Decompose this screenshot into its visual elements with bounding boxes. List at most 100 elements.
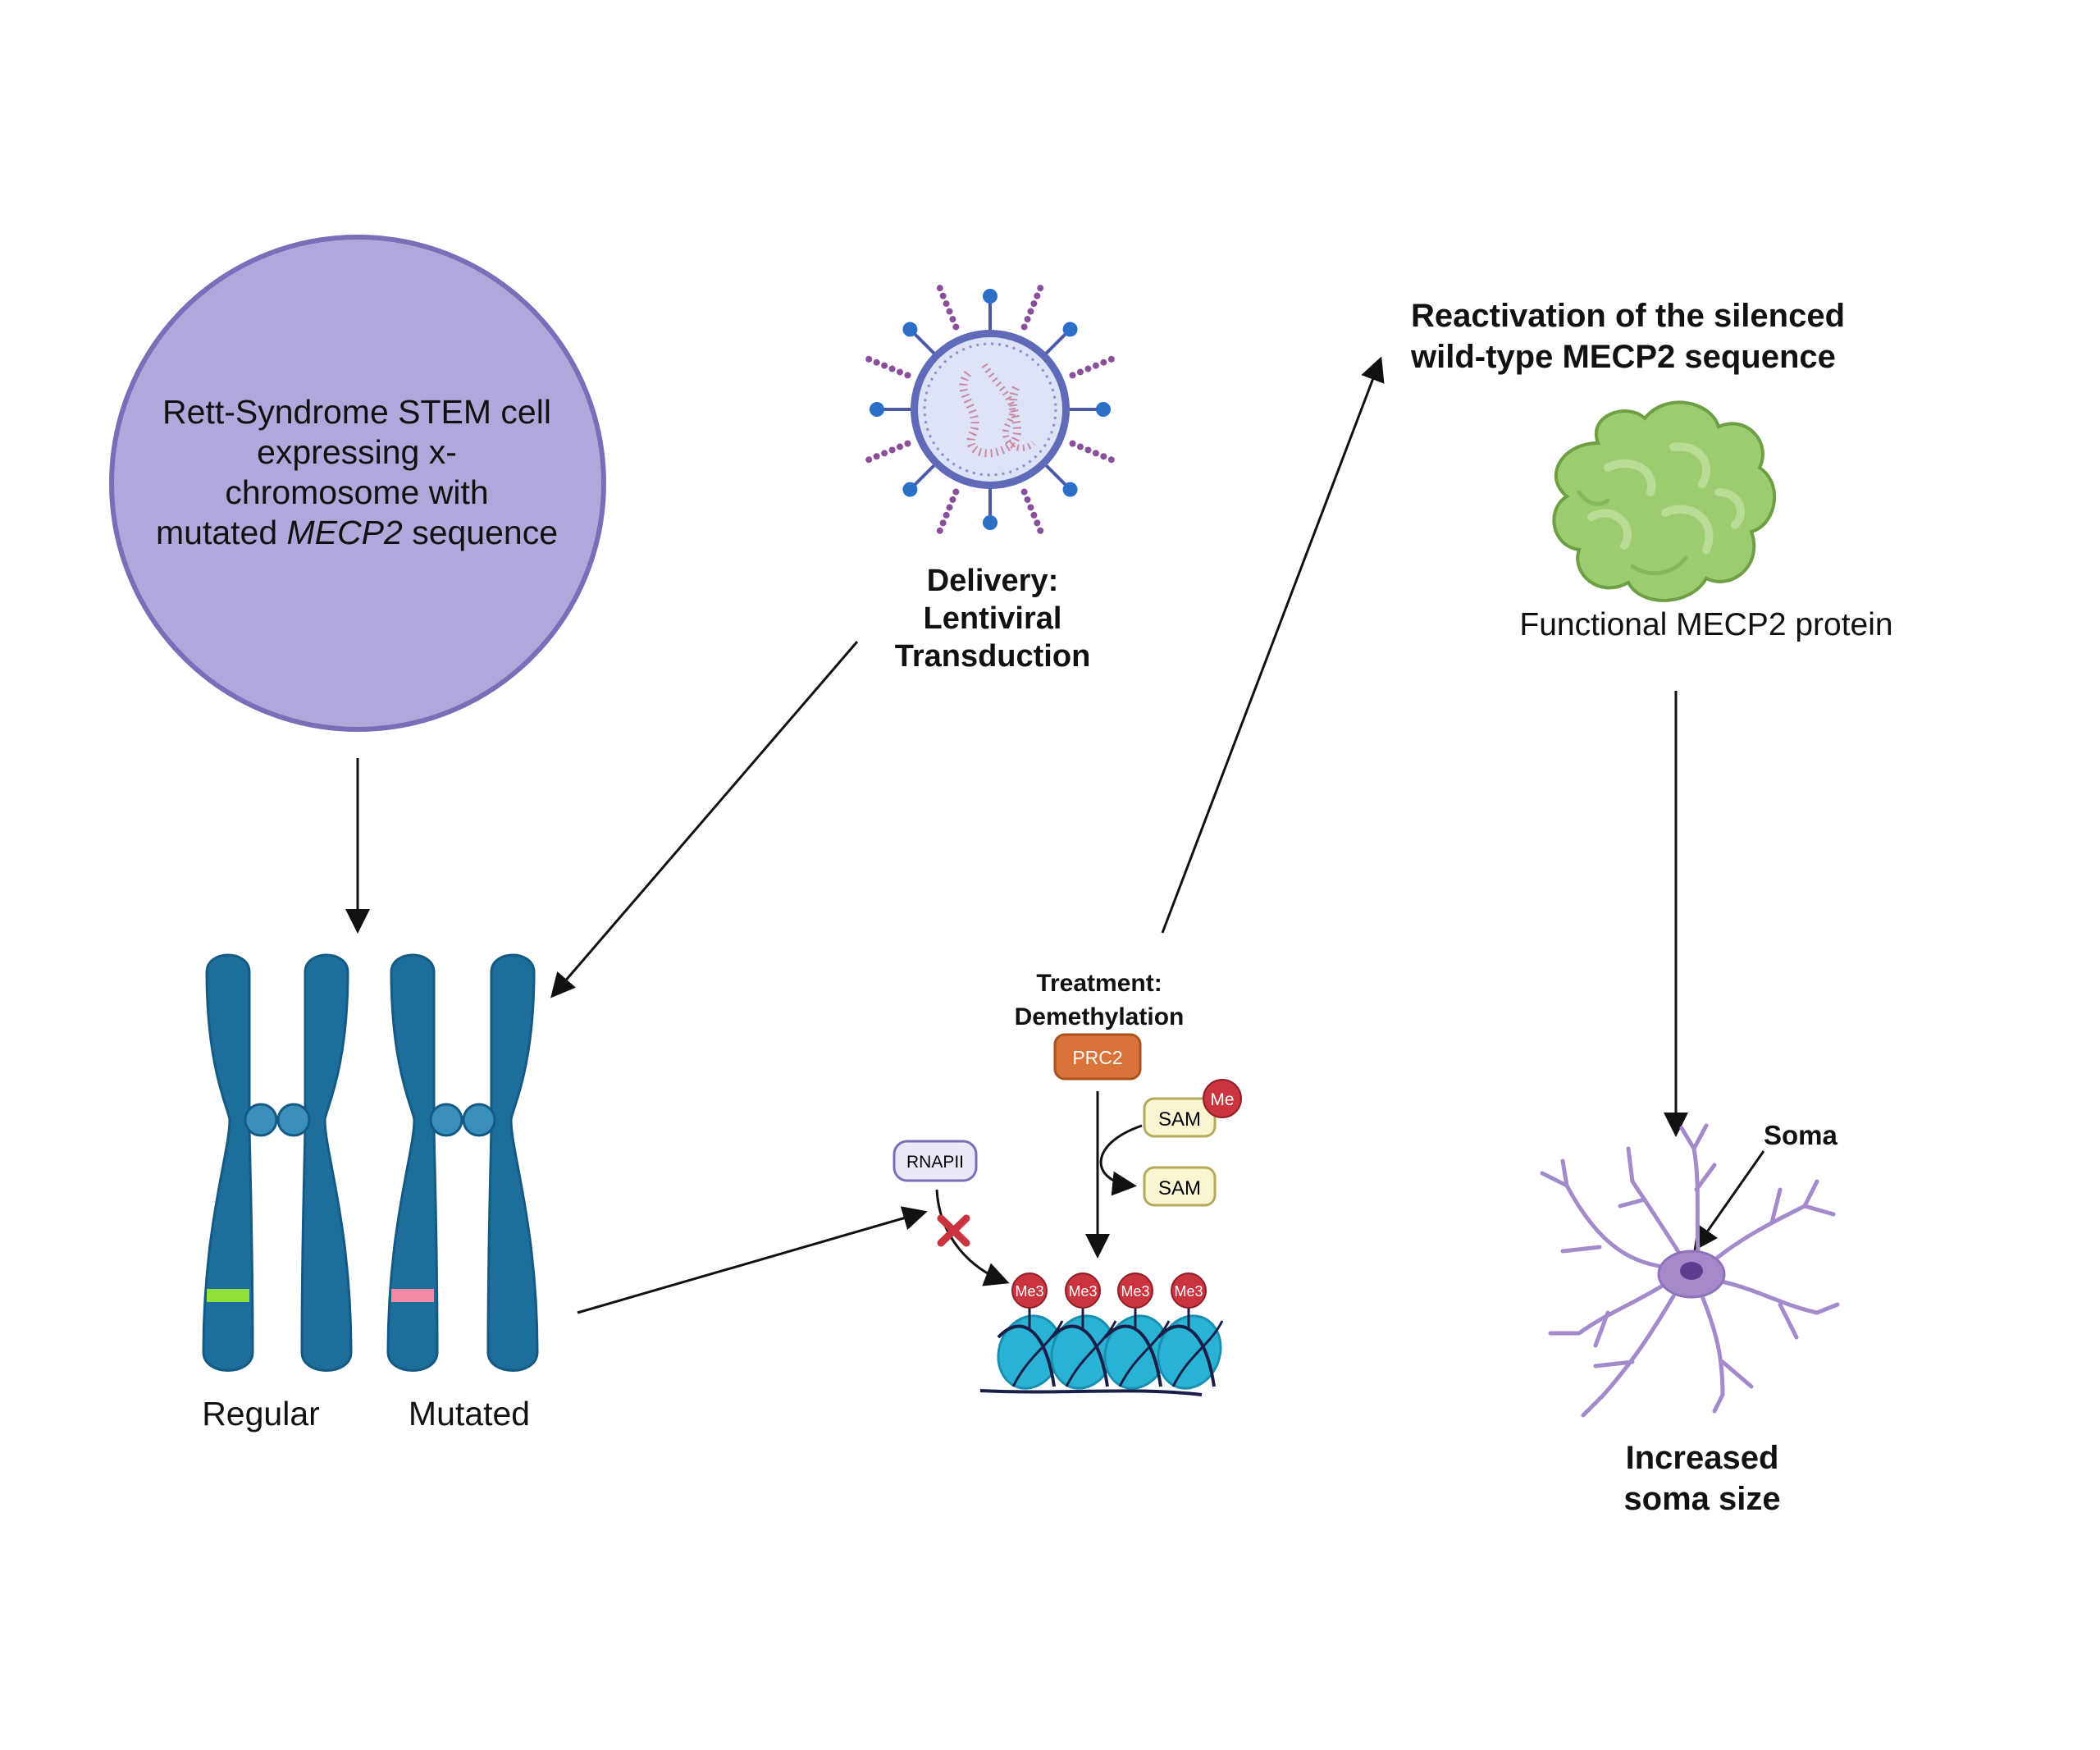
- me3-label: Me3: [1068, 1283, 1097, 1300]
- stem-cell-gene-name: MECP2: [286, 514, 403, 551]
- centromere: [462, 1103, 496, 1137]
- virus-spike-head: [983, 515, 998, 530]
- me3-label: Me3: [1015, 1283, 1043, 1300]
- virus-bead: [943, 511, 950, 519]
- virus-bead: [1034, 519, 1041, 527]
- arrow-treatment-to-reactivation: [1161, 356, 1385, 934]
- virus-bead: [873, 453, 880, 460]
- virus-bead: [1069, 440, 1076, 447]
- virus-bead: [1030, 300, 1038, 308]
- dna-wrap: [1065, 1320, 1117, 1387]
- stem-cell-description: Rett-Syndrome STEM cell expressing x- ch…: [123, 392, 591, 553]
- virus-bead: [1034, 292, 1041, 299]
- virus-bead: [897, 443, 904, 450]
- lentivirus-icon: [865, 285, 1115, 534]
- virus-bead: [865, 456, 873, 464]
- virus-spike-head: [983, 289, 998, 304]
- virus-bead: [904, 372, 911, 379]
- virus-rna-strand: [959, 370, 1021, 458]
- virus-bead: [1107, 355, 1115, 363]
- virus-bead: [1027, 308, 1034, 315]
- me-label: Me: [1210, 1090, 1234, 1109]
- reactivation-line-2: wild-type MECP2 sequence: [1411, 339, 1836, 375]
- virus-bead: [904, 440, 911, 447]
- virus-bead: [952, 323, 960, 331]
- arrow-soma-pointer: [1693, 1150, 1765, 1251]
- rnapii-blocked-arrow: [935, 1189, 1010, 1286]
- delivery-line-3: Transduction: [894, 639, 1091, 674]
- virus-bead: [1020, 488, 1028, 496]
- centromere: [276, 1103, 311, 1137]
- virus-bead: [949, 496, 956, 503]
- nucleosome: [1157, 1314, 1222, 1390]
- virus-bead: [1092, 450, 1099, 457]
- centromere: [244, 1103, 278, 1137]
- virus-bead: [946, 504, 953, 511]
- virus-bead: [1100, 359, 1107, 366]
- me3-label: Me3: [1121, 1283, 1149, 1300]
- mutated-chromosome-label: Mutated: [408, 1395, 531, 1432]
- treatment-label: Treatment: Demethylation: [976, 966, 1222, 1034]
- prc2-label: PRC2: [1072, 1047, 1122, 1068]
- arrow-chromosomes-to-chromatin: [577, 1206, 928, 1314]
- dna-wrap: [1050, 1324, 1109, 1387]
- virus-bead: [939, 292, 947, 299]
- treatment-line-1: Treatment:: [1036, 970, 1162, 997]
- me3-tag: [1117, 1273, 1153, 1309]
- virus-bead: [1076, 368, 1084, 376]
- arrow-delivery-to-chromosomes: [550, 641, 859, 998]
- me3-tag: [1171, 1273, 1207, 1309]
- virus-bead: [952, 488, 960, 496]
- dna-wrap: [1157, 1324, 1216, 1387]
- virus-bead: [881, 450, 888, 457]
- dna-strand: [979, 1389, 1203, 1396]
- chromatid: [386, 953, 439, 1372]
- dna-wrap: [997, 1324, 1056, 1387]
- delivery-line-2: Lentiviral: [923, 601, 1062, 636]
- virus-bead: [1024, 316, 1031, 323]
- virus-bead: [1020, 323, 1028, 331]
- sam-me-molecule: SAM Me: [1143, 1079, 1242, 1138]
- virus-bead: [1107, 456, 1115, 464]
- virus-bead: [943, 300, 950, 308]
- dna-wrap: [1118, 1320, 1171, 1387]
- stem-cell-circle: [109, 235, 606, 732]
- prc2-complex: PRC2: [1053, 1033, 1142, 1081]
- stem-cell-line-4-pre: mutated: [155, 514, 287, 551]
- reactivation-line-1: Reactivation of the silenced: [1411, 298, 1846, 334]
- virus-bead: [1037, 285, 1044, 292]
- mutated-gene-band: [391, 1289, 434, 1302]
- stem-cell-line-4: mutated MECP2 sequence: [123, 513, 591, 553]
- delivery-line-1: Delivery:: [926, 564, 1059, 598]
- virus-bead: [936, 527, 943, 534]
- dna-wrap: [1103, 1324, 1162, 1387]
- chromatid: [202, 953, 254, 1372]
- virus-spike-head: [1062, 482, 1078, 497]
- virus-bead: [936, 285, 943, 292]
- virus-spike-head: [902, 482, 918, 497]
- result-line-2: soma size: [1623, 1481, 1781, 1517]
- me3-tag: [1011, 1273, 1048, 1309]
- virus-bead: [1092, 362, 1099, 369]
- stem-cell-line-3: chromosome with: [225, 473, 489, 511]
- sam-label-2: SAM: [1158, 1177, 1201, 1199]
- rnapii-label: RNAPII: [906, 1153, 964, 1172]
- virus-bead: [888, 446, 896, 454]
- me3-tag: [1065, 1273, 1101, 1309]
- virus-bead: [865, 355, 873, 363]
- chromatid: [486, 953, 539, 1372]
- dna-wrap: [1011, 1320, 1064, 1387]
- virus-bead: [1030, 511, 1038, 519]
- virus-bead: [939, 519, 947, 527]
- virus-bead: [1069, 372, 1076, 379]
- virus-bead: [946, 308, 953, 315]
- virus-bead: [1024, 496, 1031, 503]
- rnapii-complex: RNAPII: [892, 1140, 978, 1182]
- block-x-icon: [937, 1214, 970, 1247]
- centromere: [429, 1103, 463, 1137]
- result-label: Increased soma size: [1575, 1437, 1829, 1519]
- treatment-line-2: Demethylation: [1014, 1003, 1185, 1030]
- virus-bead: [881, 362, 888, 369]
